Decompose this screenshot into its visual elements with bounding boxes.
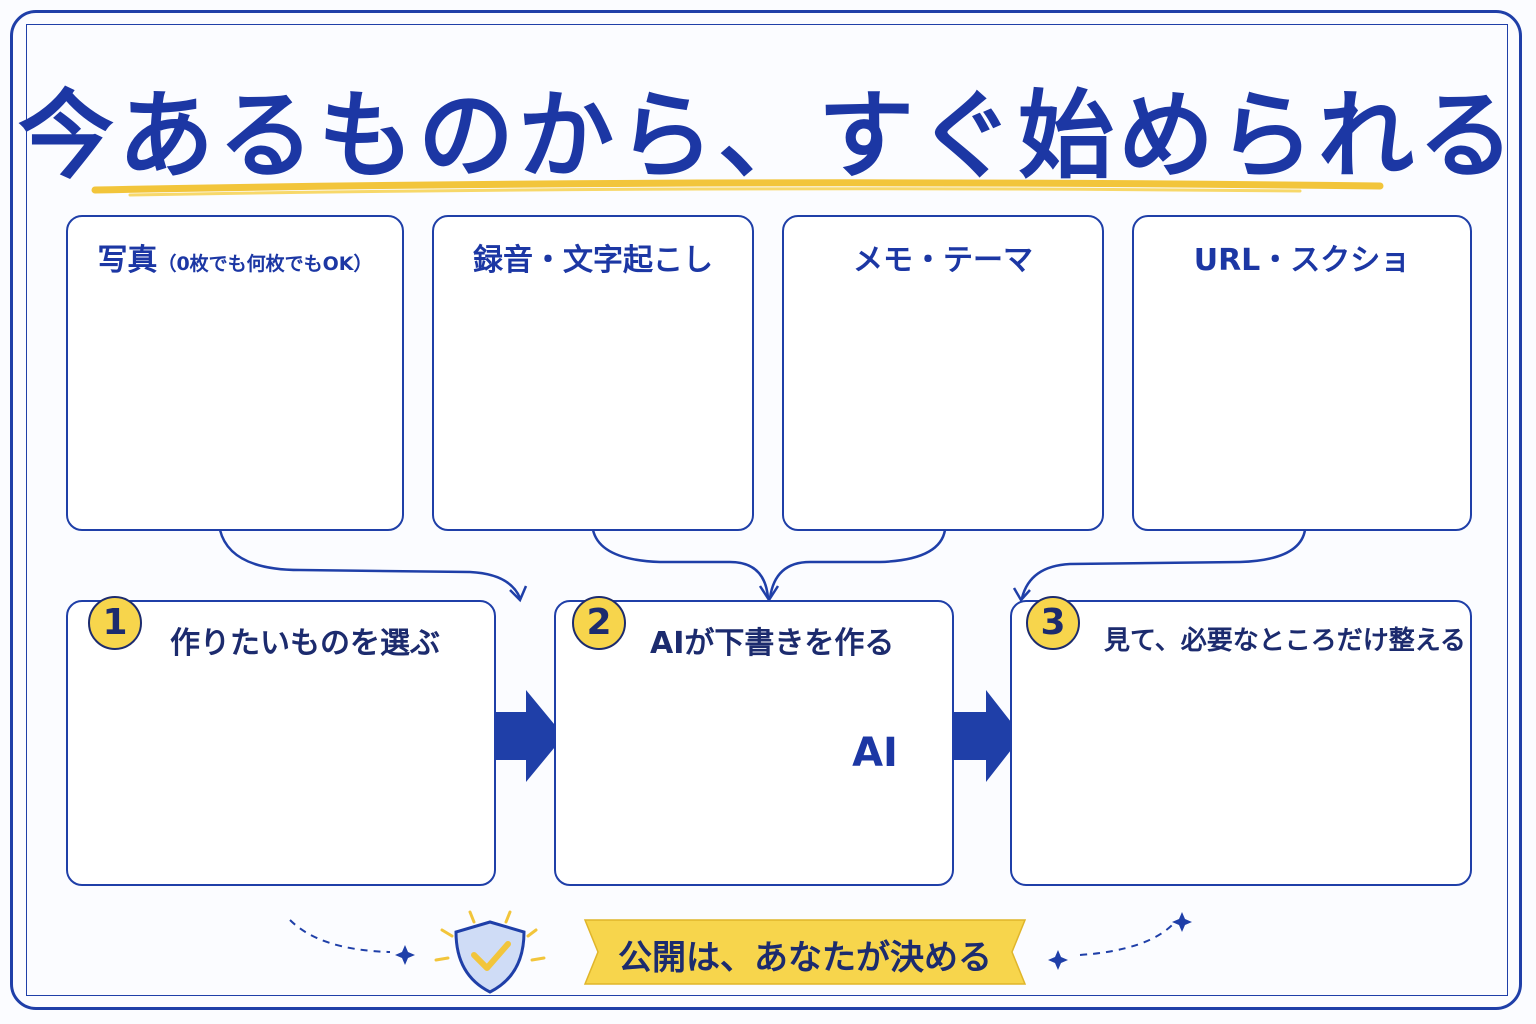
shield-check-icon bbox=[434, 910, 546, 994]
footer-text: 公開は、あなたが決める bbox=[618, 938, 992, 978]
connector-1 bbox=[218, 529, 522, 599]
step-number-badge: 3 bbox=[1026, 596, 1080, 650]
step-card-2 bbox=[554, 600, 954, 886]
input-card-note: （0枚でも何枚でもOK） bbox=[157, 253, 373, 275]
sparkle-icon bbox=[1172, 912, 1192, 932]
dashed-line-right bbox=[1079, 921, 1176, 956]
ai-badge-text: AI bbox=[852, 730, 898, 776]
step-card-3 bbox=[1010, 600, 1472, 886]
step-label: 見て、必要なところだけ整える bbox=[1104, 626, 1466, 656]
input-card-memo: メモ・テーマ bbox=[782, 215, 1104, 531]
input-card-label: URL・スクショ bbox=[1193, 243, 1411, 278]
input-card-label: 写真 bbox=[97, 243, 158, 278]
input-card-label: メモ・テーマ bbox=[853, 243, 1033, 278]
outer-frame bbox=[10, 10, 1522, 1010]
title-underline bbox=[91, 179, 1384, 194]
input-card-label: 録音・文字起こし bbox=[473, 243, 713, 278]
step-label: 作りたいものを選ぶ bbox=[170, 626, 440, 661]
input-card-photos: 写真（0枚でも何枚でもOK） bbox=[66, 215, 404, 531]
page-title: 今あるものから、すぐ始められる bbox=[18, 80, 1518, 192]
input-card-title: 写真（0枚でも何枚でもOK） bbox=[68, 235, 402, 279]
arrow-right-icon bbox=[490, 690, 564, 782]
input-card-url: URL・スクショ bbox=[1132, 215, 1472, 531]
inner-frame bbox=[26, 24, 1508, 996]
dashed-line-left bbox=[289, 919, 391, 953]
step-number-badge: 1 bbox=[88, 596, 142, 650]
step-number-badge: 2 bbox=[572, 596, 626, 650]
step-label: AIが下書きを作る bbox=[650, 626, 895, 661]
sparkle-icon bbox=[1048, 950, 1068, 970]
footer-ribbon bbox=[583, 919, 1027, 985]
arrow-right-icon bbox=[952, 690, 1022, 782]
input-card-recording: 録音・文字起こし bbox=[432, 215, 754, 531]
connector-3 bbox=[1020, 529, 1307, 599]
step-card-1 bbox=[66, 600, 496, 886]
connector-2 bbox=[591, 529, 947, 599]
sparkle-icon bbox=[395, 945, 415, 965]
